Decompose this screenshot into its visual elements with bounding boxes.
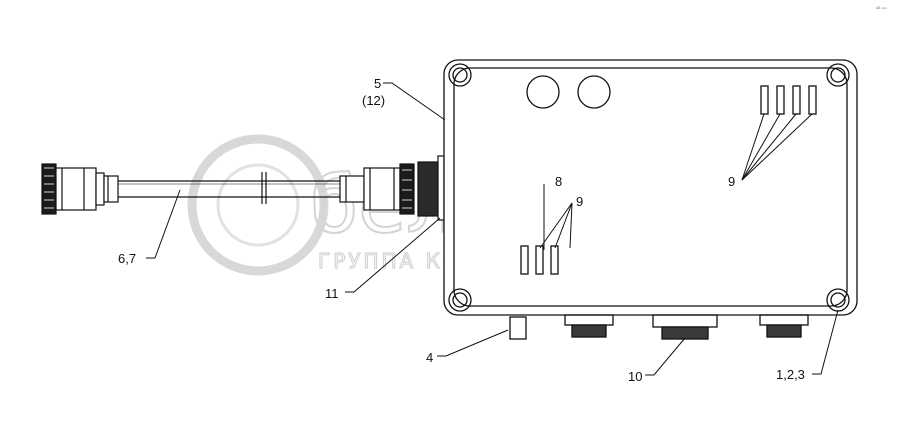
corner-screw-bl: [448, 288, 472, 312]
left-plug-body: [55, 167, 97, 211]
watermark-logo-inner: [216, 163, 300, 247]
left-plug-knurl: [41, 163, 57, 215]
callout-5: 5: [374, 76, 381, 91]
callout-4: 4: [426, 350, 433, 365]
callout-6-7: 6,7: [118, 251, 136, 266]
enclosure-lid: [453, 67, 848, 307]
bottom-fitting: [509, 316, 527, 340]
corner-screw-tl: [448, 63, 472, 87]
callout-9-middle: 9: [576, 194, 583, 209]
leader-lines: [146, 82, 839, 376]
indicator-lamp-2: [577, 75, 611, 109]
callout-11: 11: [325, 286, 339, 301]
callout-1-2-3: 1,2,3: [776, 367, 805, 382]
right-plug-knurl: [399, 163, 415, 215]
bottom-connector-1: [564, 314, 614, 338]
corner-screw-tr: [826, 63, 850, 87]
side-socket: [417, 161, 439, 217]
cable-assembly: [41, 155, 445, 221]
bottom-connector-2: [652, 314, 718, 340]
fuse-group-top: [760, 85, 817, 115]
watermark-logo-ring: [187, 134, 329, 276]
right-plug-sleeve: [339, 175, 365, 203]
enclosure-outer: [443, 59, 858, 316]
callout-12: (12): [362, 93, 385, 108]
indicator-lamp-1: [526, 75, 560, 109]
callout-9-top: 9: [728, 174, 735, 189]
enclosure-box: [443, 59, 858, 340]
callout-10: 10: [628, 369, 642, 384]
corner-code: ᵃᴰ ⁿⁿⁿ: [876, 6, 887, 12]
bottom-connector-3: [759, 314, 809, 338]
callout-8: 8: [555, 174, 562, 189]
fuse-group-middle: [520, 245, 559, 275]
